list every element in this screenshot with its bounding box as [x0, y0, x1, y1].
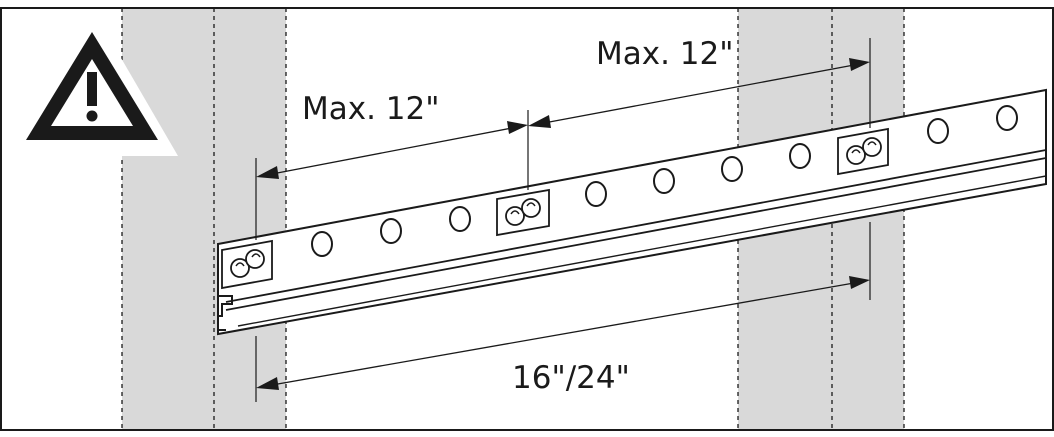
rail-hole — [653, 168, 675, 194]
rail-hole — [449, 206, 471, 232]
round-holes — [311, 105, 1018, 257]
dimension-label-left: Max. 12" — [302, 91, 440, 127]
rail-hole — [585, 181, 607, 207]
dimension-arrow-right — [528, 58, 870, 128]
rail-hole — [380, 218, 402, 244]
mounting-rail — [217, 88, 1047, 336]
keyhole-mount — [496, 188, 550, 237]
dimension-arrow-left — [256, 121, 528, 179]
keyhole-mount — [837, 127, 889, 176]
rail-end-profile — [217, 244, 233, 331]
extension-lines — [255, 38, 871, 402]
stud-left — [122, 8, 286, 430]
keyhole-mount — [221, 239, 273, 290]
rail-hole — [789, 143, 811, 169]
diagram-frame — [0, 7, 1054, 431]
dimension-label-stud-spacing: 16"/24" — [512, 360, 630, 396]
warning-triangle-icon — [6, 8, 178, 156]
dimension-label-right: Max. 12" — [596, 36, 734, 72]
rail-hole — [311, 231, 333, 257]
rail-lip-line — [225, 157, 1047, 311]
rail-bottom-line — [237, 175, 1047, 327]
rail-bend-line — [225, 149, 1047, 303]
dimension-arrow-stud-spacing — [256, 276, 870, 390]
rail-hole — [927, 118, 949, 144]
rail-hole — [996, 105, 1018, 131]
rail-hole — [721, 156, 743, 182]
dimension-arrows — [256, 58, 870, 390]
